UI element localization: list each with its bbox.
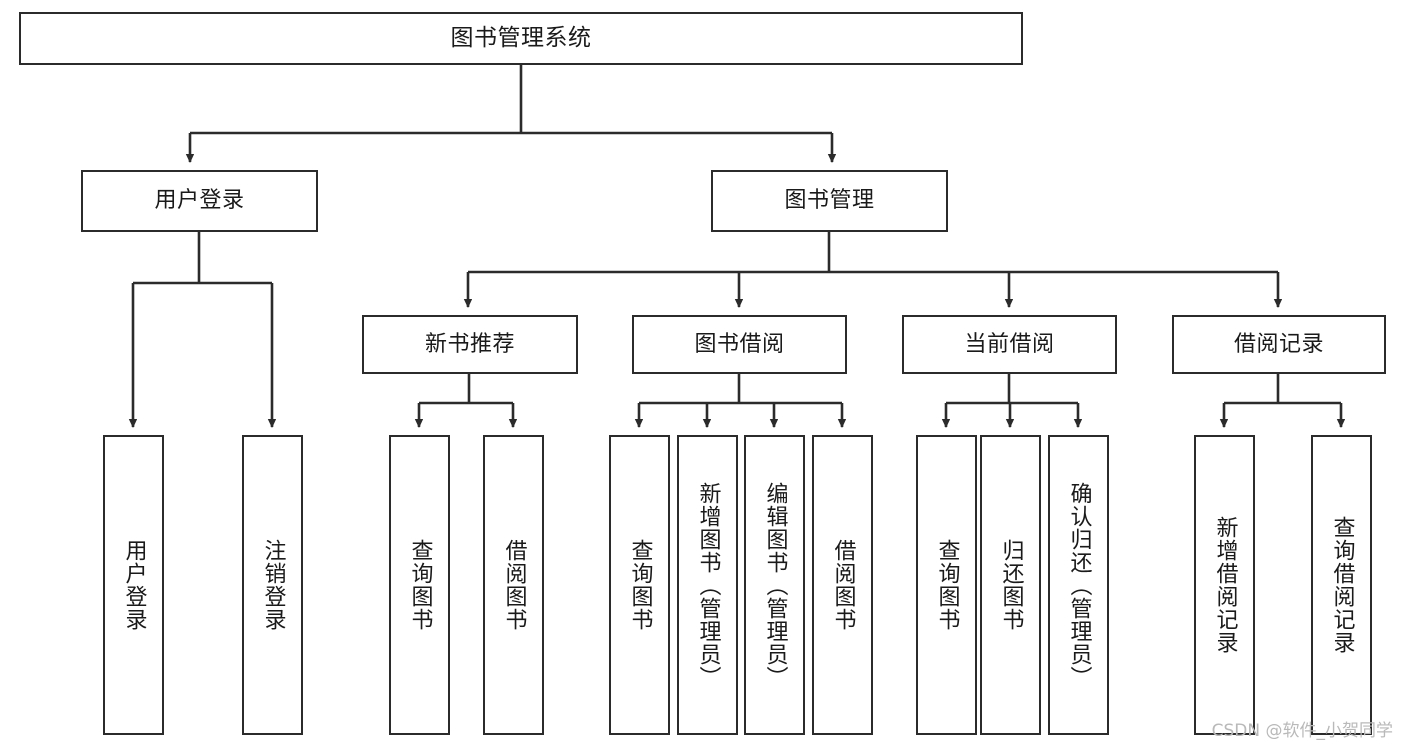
node-root-book-management-system[interactable]: 图书管理系统 [19, 12, 1023, 65]
node-label: 借阅图书 [501, 539, 527, 631]
node-label: 用户登录 [121, 539, 147, 631]
csdn-watermark: CSDN @软件_小贺同学 [1211, 721, 1393, 741]
node-leaf-query-book-current[interactable]: 查询图书 [916, 435, 977, 735]
node-leaf-edit-book-admin[interactable]: 编辑图书（管理员） [744, 435, 805, 735]
node-leaf-logout[interactable]: 注销登录 [242, 435, 303, 735]
node-leaf-query-book-newrec[interactable]: 查询图书 [389, 435, 450, 735]
node-current-borrowing[interactable]: 当前借阅 [902, 315, 1117, 374]
node-new-book-recommendation[interactable]: 新书推荐 [362, 315, 578, 374]
node-label: 图书管理 [784, 188, 875, 214]
node-label: 注销登录 [260, 539, 286, 631]
node-leaf-borrow-book-newrec[interactable]: 借阅图书 [483, 435, 544, 735]
node-label: 借阅记录 [1233, 331, 1324, 357]
node-label: 借阅图书 [830, 539, 856, 631]
node-label: 归还图书 [998, 539, 1024, 631]
node-leaf-add-book-admin[interactable]: 新增图书（管理员） [677, 435, 738, 735]
node-leaf-query-book-borrow[interactable]: 查询图书 [609, 435, 670, 735]
node-label: 查询图书 [407, 539, 433, 631]
node-leaf-query-borrow-record[interactable]: 查询借阅记录 [1311, 435, 1372, 735]
node-leaf-confirm-return-admin[interactable]: 确认归还（管理员） [1048, 435, 1109, 735]
node-label: 查询图书 [627, 539, 653, 631]
node-leaf-user-login[interactable]: 用户登录 [103, 435, 164, 735]
node-leaf-add-borrow-record[interactable]: 新增借阅记录 [1194, 435, 1255, 735]
node-leaf-return-book[interactable]: 归还图书 [980, 435, 1041, 735]
node-borrowing-record[interactable]: 借阅记录 [1172, 315, 1386, 374]
node-label: 新增借阅记录 [1212, 516, 1238, 654]
node-label: 新增图书（管理员） [695, 481, 721, 689]
node-leaf-borrow-book[interactable]: 借阅图书 [812, 435, 873, 735]
node-book-borrowing[interactable]: 图书借阅 [632, 315, 847, 374]
node-user-login[interactable]: 用户登录 [81, 170, 318, 232]
node-label: 图书管理系统 [450, 24, 592, 51]
node-label: 新书推荐 [424, 331, 515, 357]
node-book-management[interactable]: 图书管理 [711, 170, 948, 232]
node-label: 编辑图书（管理员） [762, 481, 788, 689]
node-label: 查询图书 [934, 539, 960, 631]
node-label: 查询借阅记录 [1329, 516, 1355, 654]
node-label: 当前借阅 [964, 331, 1055, 357]
node-label: 用户登录 [154, 188, 245, 214]
node-label: 确认归还（管理员） [1066, 481, 1092, 689]
node-label: 图书借阅 [694, 331, 785, 357]
